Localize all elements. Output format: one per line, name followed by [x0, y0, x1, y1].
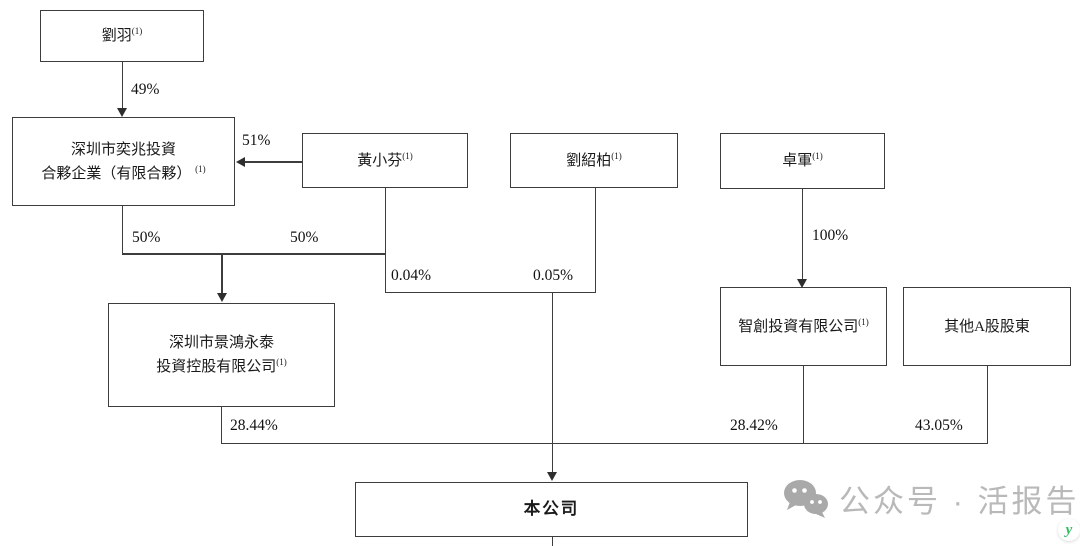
connector-bus-company	[551, 292, 553, 473]
node-label: 卓軍(1)	[782, 151, 823, 170]
node-label: 智創投資有限公司(1)	[738, 316, 869, 335]
node-label-line1: 深圳市奕兆投資	[70, 141, 176, 158]
ownership-label-yizhao-jinghong: 50%	[132, 229, 161, 246]
arrowhead-left-icon	[236, 156, 245, 167]
ownership-label-other-company: 43.05%	[915, 417, 963, 434]
connector-junction-jinghong	[221, 253, 223, 294]
node-label-line1: 深圳市景鴻永泰	[168, 335, 274, 351]
connector-huang-yizhao	[245, 161, 302, 163]
connector-liuyu-yizhao	[121, 62, 123, 109]
footnote-ref: (1)	[195, 163, 206, 174]
node-label: 劉紹柏(1)	[566, 150, 622, 169]
node-the-company: 本公司	[355, 482, 748, 537]
connector-company-down-stub	[551, 536, 553, 546]
ownership-label-zhichuang-company: 28.42%	[730, 417, 778, 434]
ownership-label-liushaobai-company: 0.05%	[533, 267, 574, 284]
node-label-line2: 投資控股有限公司(1)	[156, 357, 287, 376]
watermark-text: 公众号 · 活报告	[839, 484, 1080, 519]
badge-letter: y	[1065, 521, 1073, 538]
connector-huang-drop	[384, 188, 386, 293]
green-y-badge-icon: y	[1058, 519, 1080, 541]
arrowhead-down-icon	[117, 108, 127, 117]
ownership-label-huang-jinghong: 50%	[290, 229, 319, 246]
connector-shareholder-bus	[220, 442, 988, 444]
ownership-label-huang-company: 0.04%	[391, 267, 432, 284]
footnote-ref: (1)	[611, 150, 622, 161]
footnote-ref: (1)	[131, 26, 143, 36]
ownership-label-liuyu-yizhao: 49%	[131, 81, 160, 98]
connector-yizhao-junction	[121, 205, 123, 254]
ownership-label-zhuo-zhichuang: 100%	[812, 227, 849, 244]
connector-004-005-bus	[384, 291, 596, 293]
connector-jinghong-bus	[220, 407, 222, 444]
node-label: 黃小芬(1)	[357, 150, 413, 169]
node-liu-shaobai: 劉紹柏(1)	[510, 133, 678, 188]
node-label: 本公司	[523, 499, 580, 519]
footnote-ref: (1)	[812, 151, 823, 161]
arrowhead-down-icon	[797, 279, 807, 288]
arrowhead-down-icon	[547, 472, 557, 481]
node-yizhao-partnership: 深圳市奕兆投資 合夥企業（有限合夥） (1)	[12, 117, 235, 206]
node-label-line2: 合夥企業（有限合夥） (1)	[41, 163, 206, 182]
arrowhead-down-icon	[216, 293, 227, 302]
footnote-ref: (1)	[402, 150, 413, 161]
node-other-a-shareholders: 其他A股股東	[903, 287, 1071, 366]
node-label: 劉羽(1)	[101, 26, 143, 45]
wechat-icon	[784, 479, 828, 518]
node-zhuo-jun: 卓軍(1)	[720, 133, 885, 189]
node-zhichuang-investment: 智創投資有限公司(1)	[720, 287, 887, 366]
ownership-label-huang-yizhao: 51%	[242, 132, 271, 149]
node-huang-xiaofen: 黃小芬(1)	[302, 133, 468, 188]
watermark: 公众号 · 活报告	[783, 476, 1080, 521]
node-liu-yu: 劉羽(1)	[40, 10, 204, 62]
connector-other-bus	[986, 365, 988, 444]
ownership-label-jinghong-company: 28.44%	[230, 417, 278, 434]
connector-zhichuang-bus	[802, 365, 804, 444]
connector-junction-50-50	[121, 253, 386, 255]
connector-zhuo-zhichuang	[801, 189, 803, 280]
node-label: 其他A股股東	[944, 318, 1030, 335]
footnote-ref: (1)	[276, 357, 287, 367]
footnote-ref: (1)	[858, 316, 869, 327]
connector-liushaobai-drop	[594, 188, 596, 293]
node-jinghong-yongtai: 深圳市景鴻永泰 投資控股有限公司(1)	[108, 303, 335, 407]
